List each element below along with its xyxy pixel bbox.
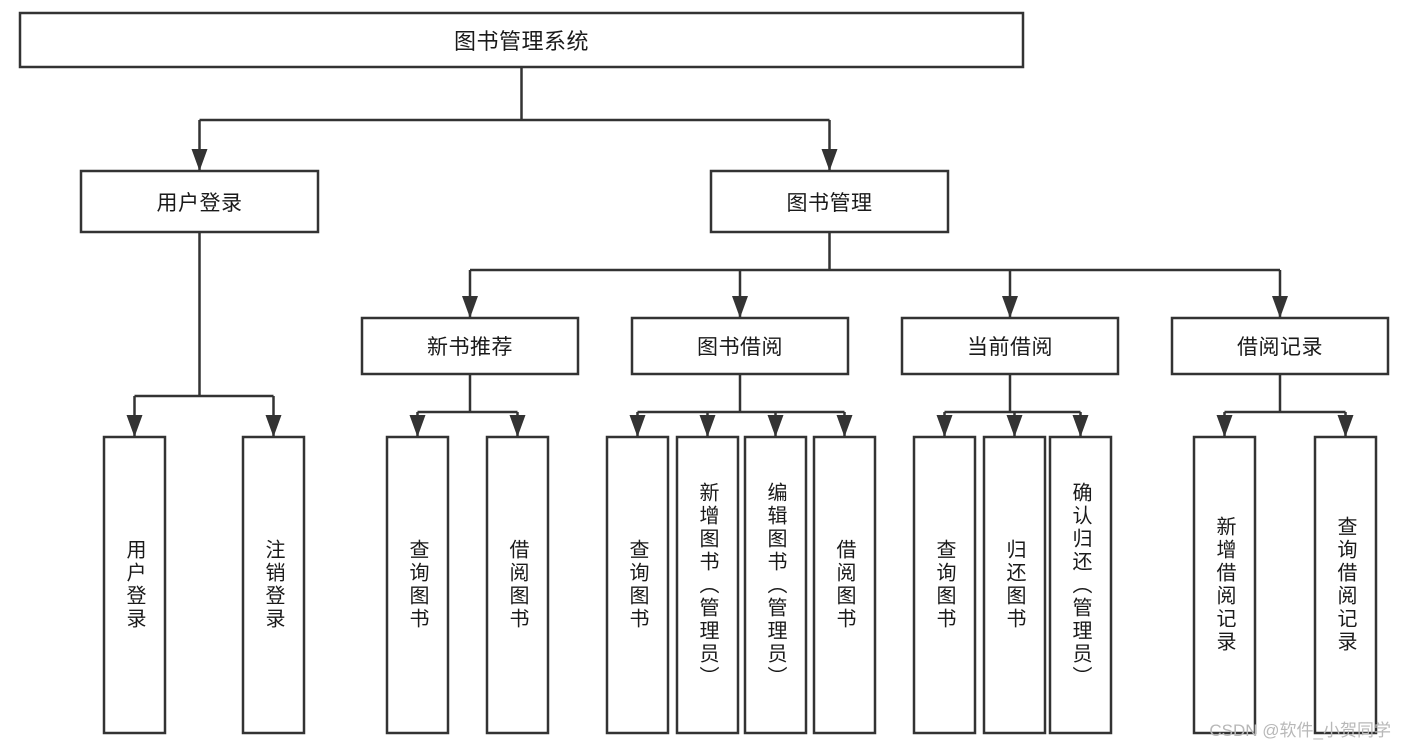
arrow-head-leaf-5 bbox=[699, 415, 716, 437]
node-box-图书管理-l2-1[interactable] bbox=[709, 169, 950, 234]
node-box-leaf-12-查询借阅记录[interactable] bbox=[1313, 435, 1378, 735]
arrow-head-mgmt-当前借阅 bbox=[1002, 296, 1018, 318]
node-box-借阅记录-l3-3[interactable] bbox=[1170, 316, 1390, 376]
node-box-leaf-8-查询图书[interactable] bbox=[912, 435, 977, 735]
arrow-head-leaf-9 bbox=[1006, 415, 1023, 437]
arrow-head-leaf-0 bbox=[126, 415, 143, 437]
boxes-layer bbox=[18, 11, 1390, 735]
node-box-leaf-1-注销登录[interactable] bbox=[241, 435, 306, 735]
edges-layer bbox=[126, 67, 1354, 437]
node-box-leaf-10-确认归还管理员[interactable] bbox=[1048, 435, 1113, 735]
arrow-head-leaf-8 bbox=[936, 415, 953, 437]
node-box-root[interactable] bbox=[18, 11, 1025, 69]
arrow-head-leaf-11 bbox=[1216, 415, 1233, 437]
node-box-用户登录-l2-0[interactable] bbox=[79, 169, 320, 234]
node-box-当前借阅-l3-2[interactable] bbox=[900, 316, 1120, 376]
arrow-head-mgmt-借阅记录 bbox=[1272, 296, 1288, 318]
node-box-leaf-0-用户登录[interactable] bbox=[102, 435, 167, 735]
node-box-leaf-11-新增借阅记录[interactable] bbox=[1192, 435, 1257, 735]
node-box-leaf-3-借阅图书[interactable] bbox=[485, 435, 550, 735]
arrow-head-leaf-6 bbox=[767, 415, 784, 437]
node-box-leaf-2-查询图书[interactable] bbox=[385, 435, 450, 735]
node-box-leaf-9-归还图书[interactable] bbox=[982, 435, 1047, 735]
node-box-leaf-4-查询图书[interactable] bbox=[605, 435, 670, 735]
arrow-head-mgmt-新书推荐 bbox=[462, 296, 478, 318]
arrow-head-leaf-4 bbox=[629, 415, 646, 437]
arrow-head-leaf-12 bbox=[1337, 415, 1354, 437]
node-box-图书借阅-l3-1[interactable] bbox=[630, 316, 850, 376]
arrow-head-leaf-3 bbox=[509, 415, 526, 437]
node-box-leaf-6-编辑图书管理员[interactable] bbox=[743, 435, 808, 735]
arrow-head-leaf-1 bbox=[265, 415, 282, 437]
arrow-head-leaf-7 bbox=[836, 415, 853, 437]
node-box-新书推荐-l3-0[interactable] bbox=[360, 316, 580, 376]
node-box-leaf-7-借阅图书[interactable] bbox=[812, 435, 877, 735]
arrow-head-root-图书管理 bbox=[821, 149, 838, 171]
arrow-head-mgmt-图书借阅 bbox=[732, 296, 748, 318]
node-box-leaf-5-新增图书管理员[interactable] bbox=[675, 435, 740, 735]
arrow-head-root-用户登录 bbox=[191, 149, 208, 171]
arrow-head-leaf-10 bbox=[1072, 415, 1089, 437]
arrow-head-leaf-2 bbox=[409, 415, 426, 437]
